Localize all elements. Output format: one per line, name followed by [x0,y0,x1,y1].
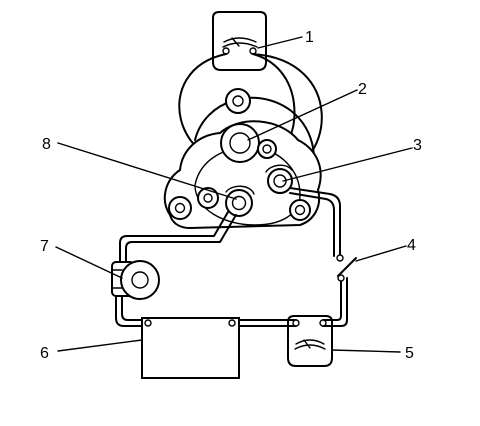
callout-4: 4 [407,237,416,254]
callout-1: 1 [305,29,314,46]
callout-8: 8 [42,136,51,153]
callout-2: 2 [358,81,367,98]
switch [336,254,357,282]
callout-5: 5 [405,345,414,362]
callout-labels: 1 2 3 4 5 6 7 8 [40,29,422,362]
harness-wires [115,187,348,327]
compressor-body [163,88,322,230]
bottom-meter [287,315,333,367]
callout-6: 6 [40,345,49,362]
battery-box [141,317,240,379]
leader-lines [55,36,413,353]
top-meter [212,11,267,71]
callout-7: 7 [40,238,49,255]
callout-3: 3 [413,137,422,154]
left-solenoid [111,260,160,300]
